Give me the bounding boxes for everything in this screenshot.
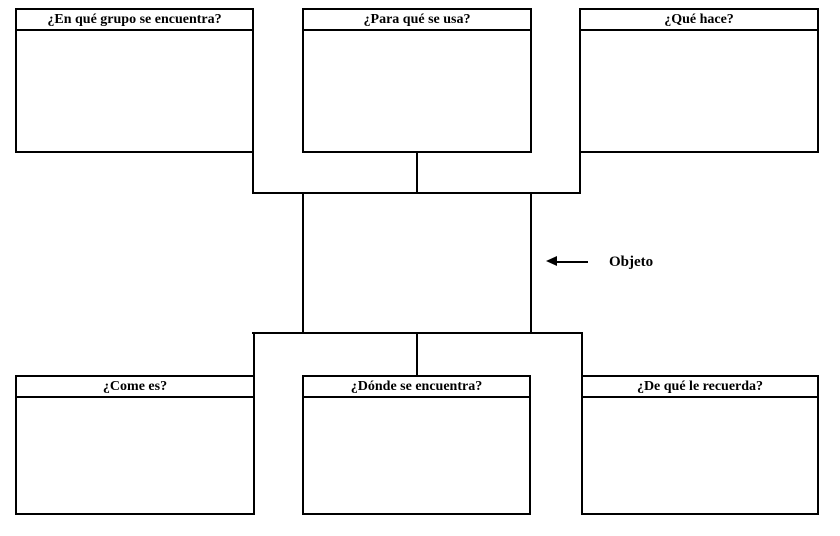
left-arrow-icon	[554, 261, 588, 263]
answer-area	[304, 31, 530, 151]
question-box-title: ¿Dónde se encuentra?	[304, 377, 529, 398]
connector-line	[416, 151, 418, 194]
question-box-como: ¿Come es?	[15, 375, 255, 515]
center-object-box	[302, 192, 532, 334]
connector-line	[253, 332, 255, 377]
question-box-recuerda: ¿De qué le recuerda?	[581, 375, 819, 515]
question-box-grupo: ¿En qué grupo se encuentra?	[15, 8, 254, 153]
question-box-donde: ¿Dónde se encuentra?	[302, 375, 531, 515]
answer-area	[581, 31, 817, 151]
left-arrow-icon	[546, 256, 557, 266]
question-box-uso: ¿Para qué se usa?	[302, 8, 532, 153]
question-box-title: ¿En qué grupo se encuentra?	[17, 10, 252, 31]
connector-line	[579, 151, 581, 194]
question-box-title: ¿Come es?	[17, 377, 253, 398]
question-box-title: ¿Para qué se usa?	[304, 10, 530, 31]
connector-line	[252, 151, 254, 194]
question-box-title: ¿Qué hace?	[581, 10, 817, 31]
connector-line	[416, 332, 418, 377]
answer-area	[17, 31, 252, 151]
answer-area	[583, 398, 817, 513]
connector-line	[581, 332, 583, 377]
answer-area	[304, 398, 529, 513]
question-box-title: ¿De qué le recuerda?	[583, 377, 817, 398]
answer-area	[17, 398, 253, 513]
question-box-hace: ¿Qué hace?	[579, 8, 819, 153]
object-pointer-label: Objeto	[609, 254, 654, 270]
